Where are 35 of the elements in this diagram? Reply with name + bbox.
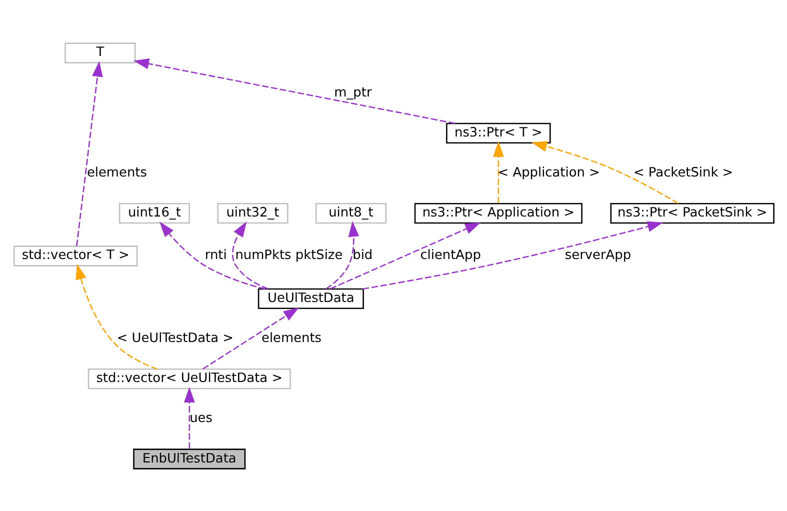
node-box: ns3::Ptr< Application > bbox=[414, 202, 582, 224]
arrow bbox=[330, 222, 480, 289]
arrow bbox=[183, 386, 194, 448]
arrow bbox=[202, 307, 299, 369]
edge-label: < UeUlTestData > bbox=[116, 330, 233, 346]
node-box: T bbox=[64, 42, 136, 63]
edge-label: ues bbox=[189, 410, 212, 426]
edge-label: elements bbox=[261, 330, 322, 346]
arrow bbox=[325, 220, 359, 289]
edge-label: elements bbox=[86, 164, 146, 180]
arrow bbox=[492, 140, 504, 203]
node-box: std::vector< UeUlTestData > bbox=[87, 368, 290, 389]
arrow bbox=[132, 58, 455, 124]
arrow bbox=[231, 221, 268, 289]
node-box: uint8_t bbox=[314, 202, 386, 224]
edge-label: clientApp bbox=[420, 248, 480, 263]
node-box: uint16_t bbox=[118, 202, 190, 224]
arrow bbox=[75, 263, 157, 370]
arrow bbox=[530, 140, 678, 204]
node-box: std::vector< T > bbox=[13, 245, 138, 266]
node-box: uint32_t bbox=[216, 202, 288, 224]
arrow bbox=[362, 220, 663, 290]
arrow bbox=[158, 221, 265, 290]
edge-label: m_ptr bbox=[334, 84, 372, 100]
edge-label: < PacketSink > bbox=[633, 164, 733, 180]
edge-label: serverApp bbox=[564, 248, 631, 263]
arrow bbox=[76, 60, 102, 246]
node-box: EnbUlTestData bbox=[132, 448, 246, 469]
node-box: ns3::Ptr< PacketSink > bbox=[610, 202, 774, 224]
node-box: ns3::Ptr< T > bbox=[446, 122, 550, 143]
edge-label: bid bbox=[352, 248, 372, 263]
edge-label: numPkts pktSize bbox=[234, 248, 342, 263]
edge-label: rnti bbox=[204, 248, 226, 263]
node-box: UeUlTestData bbox=[257, 288, 364, 309]
edge-label: < Application > bbox=[497, 164, 600, 180]
